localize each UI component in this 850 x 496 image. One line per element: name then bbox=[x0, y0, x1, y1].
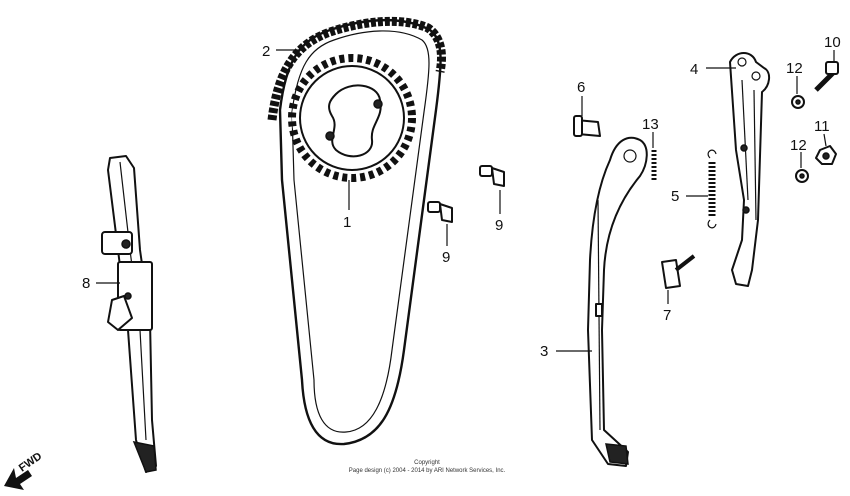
adjuster-bolt[interactable] bbox=[661, 254, 696, 289]
callout-labels: 1 2 3 4 5 6 7 8 9 9 10 11 12 12 13 bbox=[82, 34, 841, 360]
callout-13: 13 bbox=[642, 116, 659, 133]
callout-4: 4 bbox=[690, 61, 698, 78]
arrow-down-left-icon bbox=[4, 468, 32, 490]
washer-lower[interactable] bbox=[795, 169, 809, 183]
callout-11: 11 bbox=[814, 118, 830, 135]
tensioner-spring[interactable] bbox=[707, 149, 717, 229]
copyright-block: Copyright Page design (c) 2004 - 2014 by… bbox=[349, 460, 506, 474]
nut[interactable] bbox=[815, 145, 837, 165]
cam-sprocket[interactable] bbox=[288, 54, 416, 182]
tensioner-bracket[interactable] bbox=[729, 52, 770, 287]
pivot-bolt[interactable] bbox=[573, 115, 601, 137]
washer-upper[interactable] bbox=[791, 95, 805, 109]
callout-7: 7 bbox=[663, 307, 671, 324]
bolt-lower[interactable] bbox=[427, 201, 453, 223]
callout-12-lower: 12 bbox=[790, 137, 807, 154]
callout-1: 1 bbox=[343, 214, 351, 231]
fwd-indicator: FWD bbox=[4, 450, 44, 490]
bolt-bracket[interactable] bbox=[814, 61, 839, 92]
chain-tensioner-arm[interactable] bbox=[587, 136, 648, 467]
bolt-upper[interactable] bbox=[479, 165, 505, 187]
callout-2: 2 bbox=[262, 43, 270, 60]
callout-8: 8 bbox=[82, 275, 90, 292]
callout-10: 10 bbox=[824, 34, 841, 51]
callout-5: 5 bbox=[671, 188, 679, 205]
leader-lines bbox=[96, 49, 835, 352]
chain-guide-front[interactable] bbox=[101, 155, 157, 473]
fwd-label: FWD bbox=[17, 450, 44, 474]
copyright-line-2: Page design (c) 2004 - 2014 by ARI Netwo… bbox=[349, 468, 506, 474]
callout-9-upper: 9 bbox=[495, 217, 503, 234]
callout-3: 3 bbox=[540, 343, 548, 360]
copyright-line-1: Copyright bbox=[414, 460, 440, 466]
callout-6: 6 bbox=[577, 79, 585, 96]
cam-chain[interactable] bbox=[267, 16, 446, 446]
callout-12-upper: 12 bbox=[786, 60, 803, 77]
callout-9-lower: 9 bbox=[442, 249, 450, 266]
